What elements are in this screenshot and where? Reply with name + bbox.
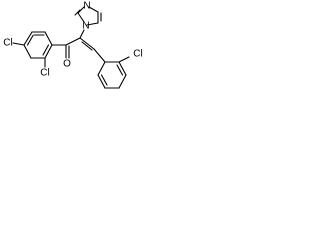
bond [26, 34, 34, 46]
bond [118, 56, 130, 63]
bond [116, 64, 124, 76]
bond [118, 74, 127, 89]
bond [118, 61, 127, 76]
atom-label-o: O [63, 59, 71, 70]
bond [100, 74, 108, 86]
bond [12, 42, 25, 46]
bond [44, 31, 53, 46]
bond [77, 12, 85, 23]
bond [77, 6, 85, 14]
atom-label-cl: Cl [3, 38, 12, 49]
atom-label-cl: Cl [133, 49, 142, 60]
bond [42, 44, 50, 56]
bond [79, 29, 85, 39]
bond [97, 74, 106, 89]
bond [97, 61, 106, 76]
structure-diagram: Cl Cl O N N Cl [3, 1, 143, 89]
bond [44, 44, 53, 59]
bond [81, 41, 93, 51]
bond [74, 9, 81, 16]
bond [23, 31, 33, 46]
bond [23, 44, 32, 59]
bond [65, 37, 81, 46]
atom-label-cl: Cl [40, 68, 49, 79]
atom-label-n: N [83, 1, 90, 12]
bond [93, 48, 106, 63]
bond [86, 22, 99, 26]
atom-label-n: N [82, 21, 89, 32]
bond [79, 37, 95, 50]
bond [88, 6, 99, 13]
